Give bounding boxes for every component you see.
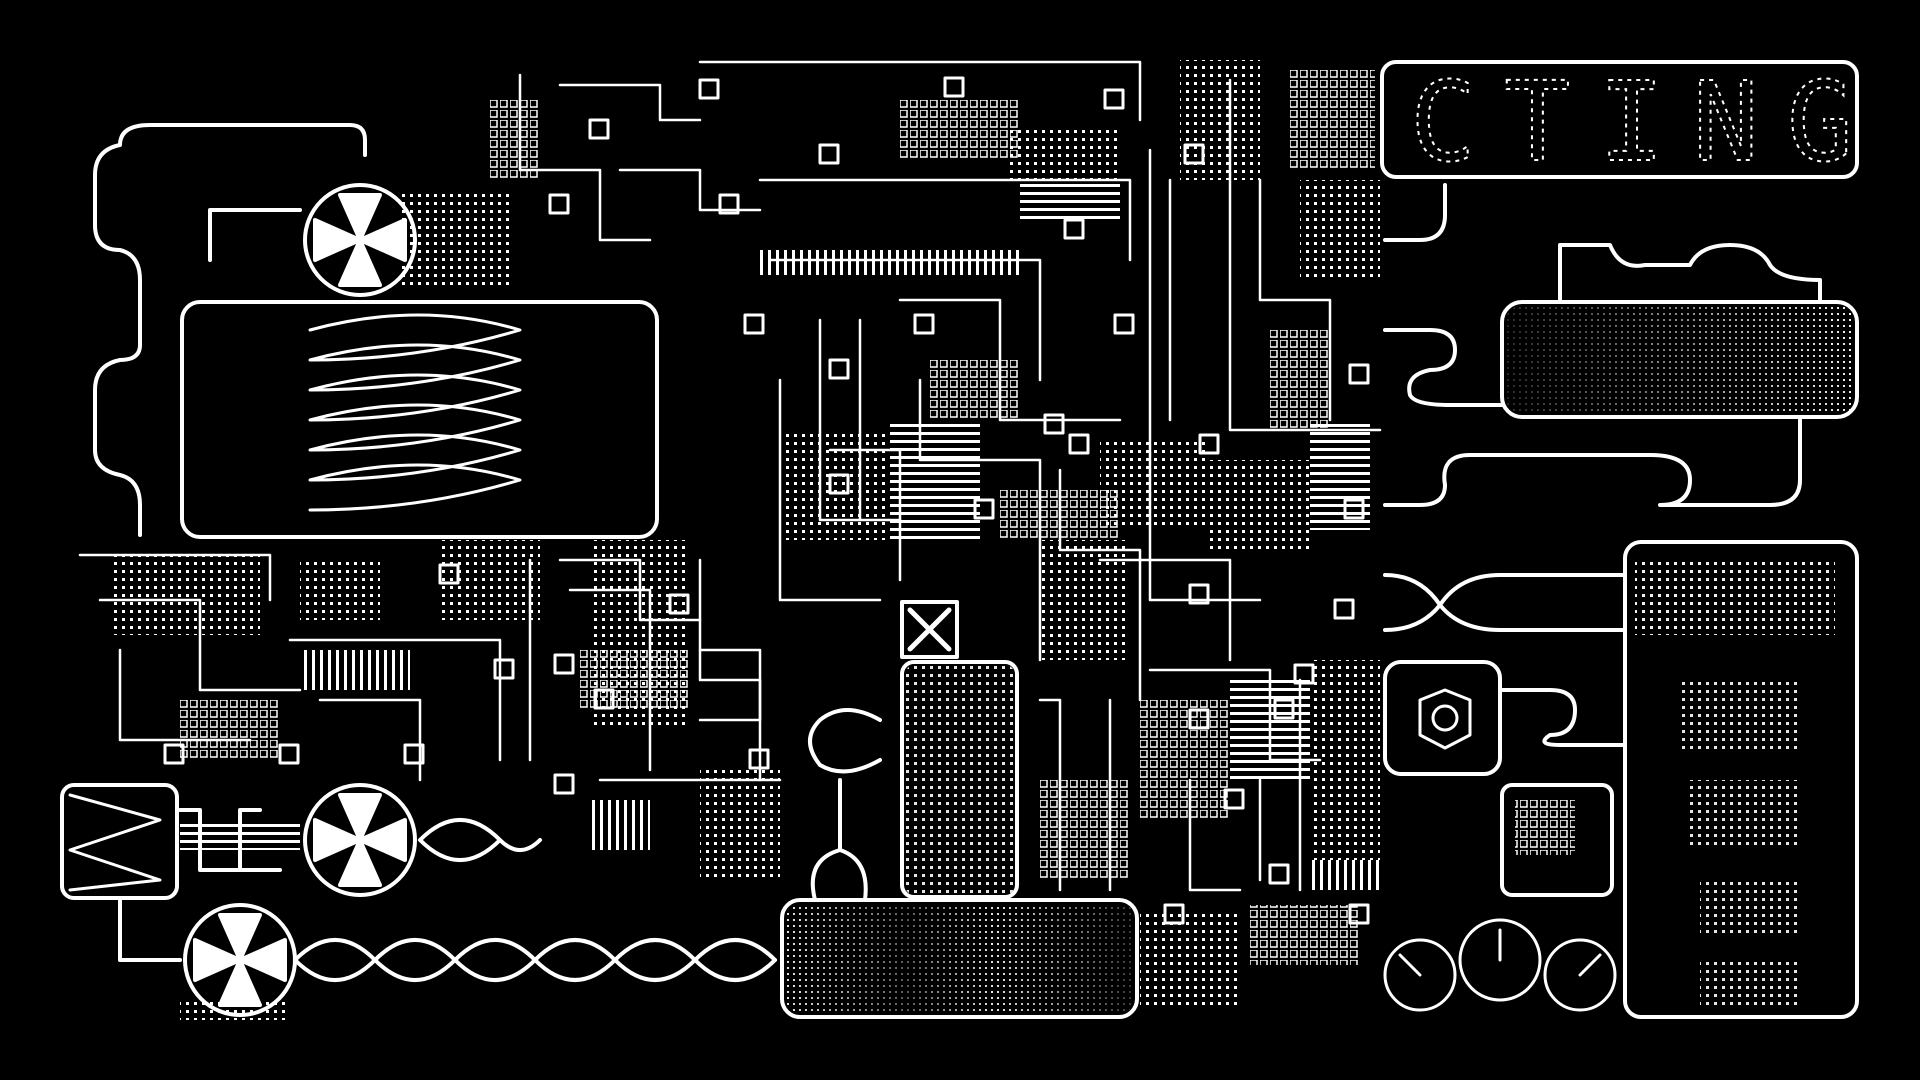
pipe	[293, 938, 777, 982]
fan-icon	[183, 903, 297, 1017]
pipe	[93, 123, 152, 347]
pipe	[1383, 418, 1802, 507]
gauge-icon	[1383, 918, 1617, 1012]
top-left-display	[180, 300, 659, 539]
svg-text:CTING: CTING	[1410, 58, 1881, 186]
bottom-center-display	[780, 898, 1139, 1019]
right-gradient-tank	[1500, 300, 1859, 419]
top-right-display	[1380, 60, 1859, 179]
center-column-box	[900, 660, 1019, 899]
pipe	[1383, 328, 1504, 407]
wave-display-pattern	[308, 313, 522, 512]
gauge-icon	[1383, 660, 1502, 776]
pipe	[1383, 183, 1447, 242]
pipe	[148, 123, 367, 157]
pipe	[1498, 688, 1627, 747]
pipe	[418, 818, 542, 862]
fan-icon	[303, 783, 417, 897]
pipe	[93, 343, 142, 537]
fan-icon	[303, 183, 417, 297]
dither-textures	[110, 60, 1855, 1020]
wave-icon	[60, 783, 179, 900]
x-cross-icon	[900, 600, 959, 659]
pipe	[1558, 243, 1822, 302]
pipe	[1383, 573, 1627, 632]
pipe	[208, 208, 302, 262]
top-right-display-text: CTING	[1409, 57, 1881, 187]
right-display	[1623, 540, 1859, 1019]
